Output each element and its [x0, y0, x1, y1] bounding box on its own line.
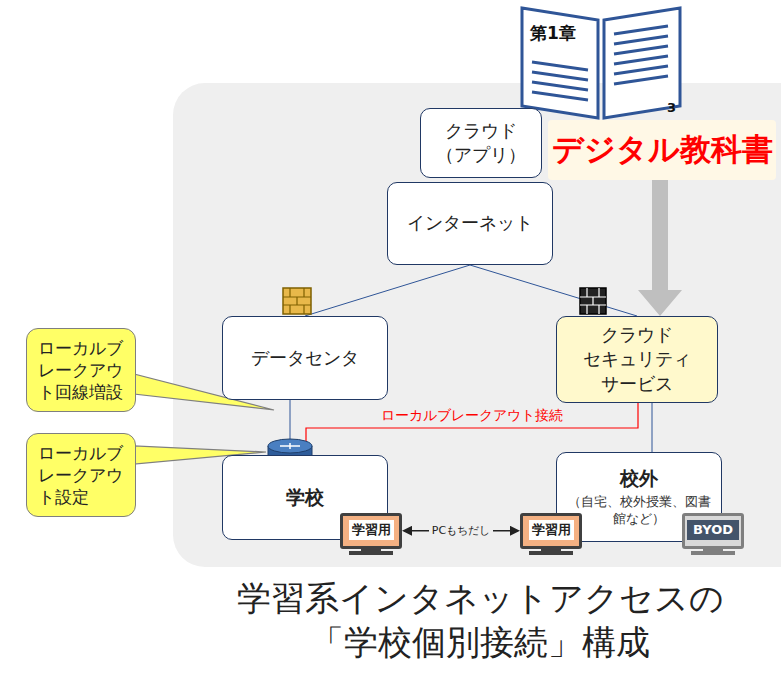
page-number: 3	[667, 100, 676, 115]
cloud-security-box: クラウド セキュリティ サービス	[556, 316, 718, 403]
pc-icon: 学習用	[520, 513, 582, 549]
connector-label: ローカルブレークアウト接続	[378, 407, 566, 425]
node-text: クラウド セキュリティ サービス	[565, 323, 709, 396]
node-text: インターネット	[407, 211, 533, 235]
book-icon	[522, 8, 680, 118]
firewall-icon	[580, 288, 606, 314]
node-text: ローカルブレークアウト回線増設	[38, 337, 124, 403]
callout-box: ローカルブレークアウト設定	[26, 433, 136, 517]
book-left-page	[522, 8, 598, 118]
node-text: クラウド （アプリ）	[429, 119, 533, 168]
pc-icon: 学習用	[340, 513, 402, 549]
book-right-page	[604, 8, 680, 118]
node-text: データセンタ	[251, 346, 359, 370]
connector	[305, 265, 470, 316]
node-text: ローカルブレークアウト設定	[38, 442, 124, 508]
network-region	[173, 83, 781, 567]
connector	[652, 403, 653, 452]
byod-icon: BYOD	[682, 513, 744, 549]
node-text: 学校	[286, 485, 324, 511]
node-text: BYOD	[687, 520, 739, 540]
node-text: 校外	[620, 466, 658, 492]
connector	[470, 265, 637, 316]
connector	[306, 403, 638, 455]
flow-arrow	[638, 180, 682, 316]
node-text: デジタル教科書	[552, 129, 773, 171]
chapter-label: 第1章	[530, 22, 576, 45]
internet-box: インターネット	[387, 182, 553, 265]
cloud-app-box: クラウド （アプリ）	[420, 108, 542, 178]
node-text: 学習用	[349, 520, 394, 540]
digital-textbook-label: デジタル教科書	[548, 120, 776, 180]
firewall-icon	[283, 288, 311, 314]
callout-box: ローカルブレークアウト回線増設	[26, 328, 136, 412]
datacenter-box: データセンタ	[222, 316, 388, 400]
node-text: 学習用	[529, 520, 574, 540]
connector-label: PCもちだし	[429, 523, 493, 538]
caption: 学習系インタネットアクセスの 「学校個別接続」構成	[230, 576, 730, 664]
